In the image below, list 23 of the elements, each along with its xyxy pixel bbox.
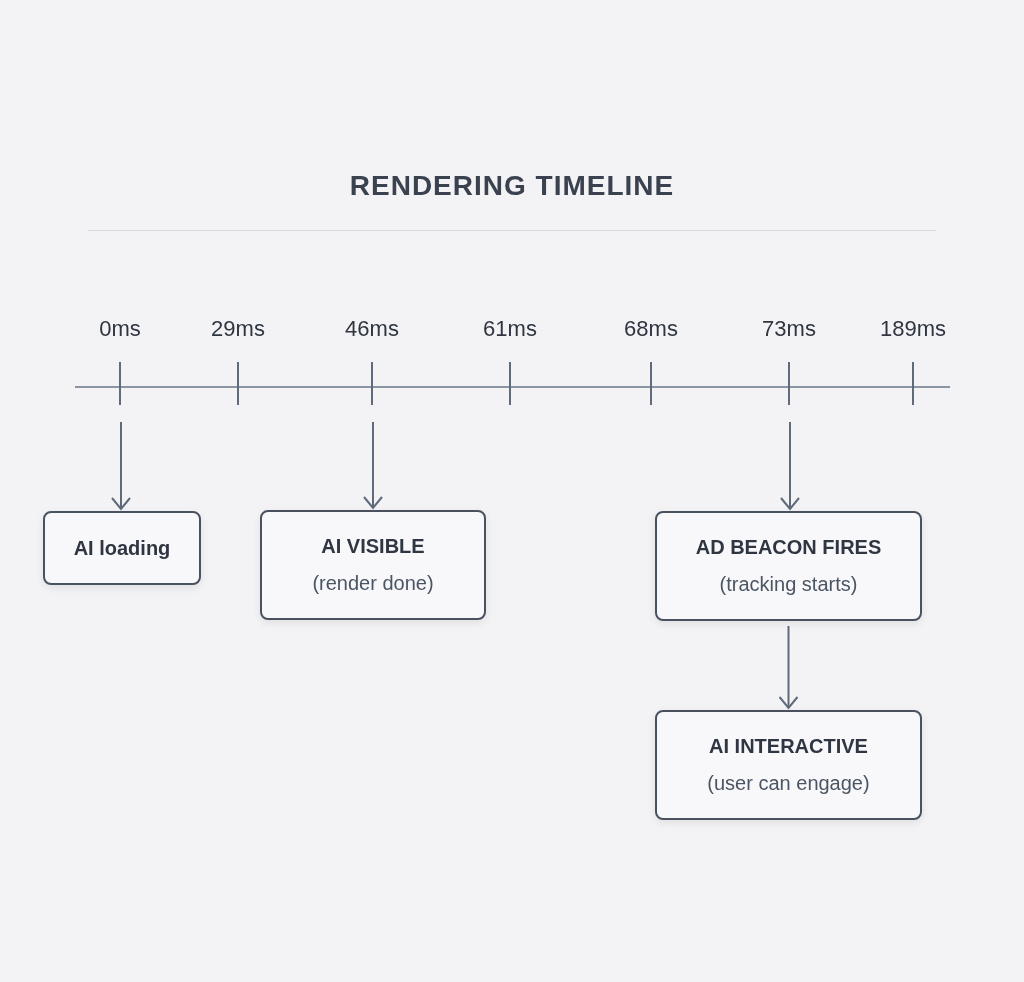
tick-label: 29ms	[211, 316, 265, 342]
arrow	[780, 421, 800, 510]
tick-label: 189ms	[880, 316, 946, 342]
event-box	[260, 510, 486, 620]
event-box	[655, 710, 922, 820]
event-note: (user can engage)	[707, 772, 870, 795]
event-box	[43, 511, 201, 585]
event-note: (tracking starts)	[719, 573, 858, 596]
tick-label: 61ms	[483, 316, 537, 342]
event-title: AI VISIBLE	[321, 535, 425, 558]
arrow	[778, 625, 799, 709]
tick-label: 46ms	[345, 316, 399, 342]
arrow	[363, 421, 383, 509]
event-title: AI INTERACTIVE	[709, 735, 868, 758]
tick-label: 68ms	[624, 316, 678, 342]
tick-label: 0ms	[99, 316, 141, 342]
event-title: AD BEACON FIRES	[695, 536, 882, 559]
event-note: (render done)	[312, 572, 434, 595]
tick-label: 73ms	[762, 316, 816, 342]
event-box	[655, 511, 922, 621]
event-title: AI loading	[73, 536, 171, 560]
arrow	[111, 421, 131, 510]
diagram-title: RENDERING TIMELINE	[348, 170, 676, 202]
